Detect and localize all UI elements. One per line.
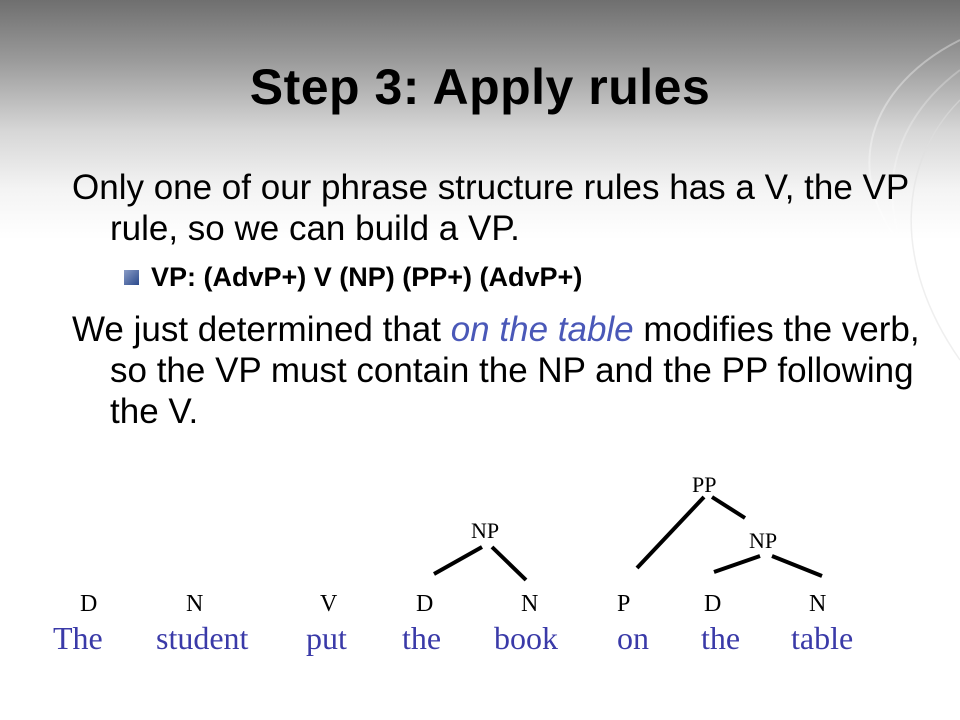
sentence-word: student [156, 620, 249, 656]
np2-node-label: NP [749, 528, 777, 553]
pos-tag: D [704, 591, 721, 617]
pp-node-label: PP [692, 472, 716, 497]
np1-node-label: NP [471, 518, 499, 543]
sentence-word: on [617, 620, 649, 656]
pos-tag: N [186, 591, 203, 617]
paragraph-1: Only one of our phrase structure rules h… [72, 168, 909, 248]
pp-left-branch [635, 495, 706, 570]
pos-tag: V [320, 591, 338, 617]
vp-rule-text: VP: (AdvP+) V (NP) (PP+) (AdvP+) [151, 262, 583, 292]
np2-left-branch [713, 554, 761, 574]
sentence-word: the [402, 620, 441, 656]
emphasis-phrase: on the table [450, 310, 634, 349]
square-bullet-icon [124, 270, 139, 285]
pos-tag: P [617, 591, 630, 617]
paragraph-2-start: We just determined that [72, 310, 451, 349]
pos-tag: D [80, 591, 97, 617]
word-row: The student put the book on the table [53, 620, 853, 656]
pos-tag-row: D N V D N P D N [80, 591, 826, 617]
pp-right-branch [710, 495, 747, 520]
paragraph-2: We just determined that on the table mod… [72, 309, 950, 432]
sentence-word: the [701, 620, 740, 656]
sentence-word: put [306, 620, 347, 656]
np2-right-branch [771, 554, 823, 578]
pos-tag: D [416, 591, 433, 617]
pos-tag: N [521, 591, 538, 617]
pos-tag: N [809, 591, 826, 617]
sentence-word: book [494, 620, 558, 656]
paragraph-2-end: modifies the verb, so the VP must contai… [110, 310, 920, 431]
np1-left-branch [433, 545, 483, 576]
np1-right-branch [490, 545, 528, 582]
rule-bullet-item: VP: (AdvP+) V (NP) (PP+) (AdvP+) [124, 262, 582, 293]
sentence-word: The [53, 620, 103, 656]
sentence-word: table [791, 620, 853, 656]
slide-title: Step 3: Apply rules [249, 59, 711, 115]
